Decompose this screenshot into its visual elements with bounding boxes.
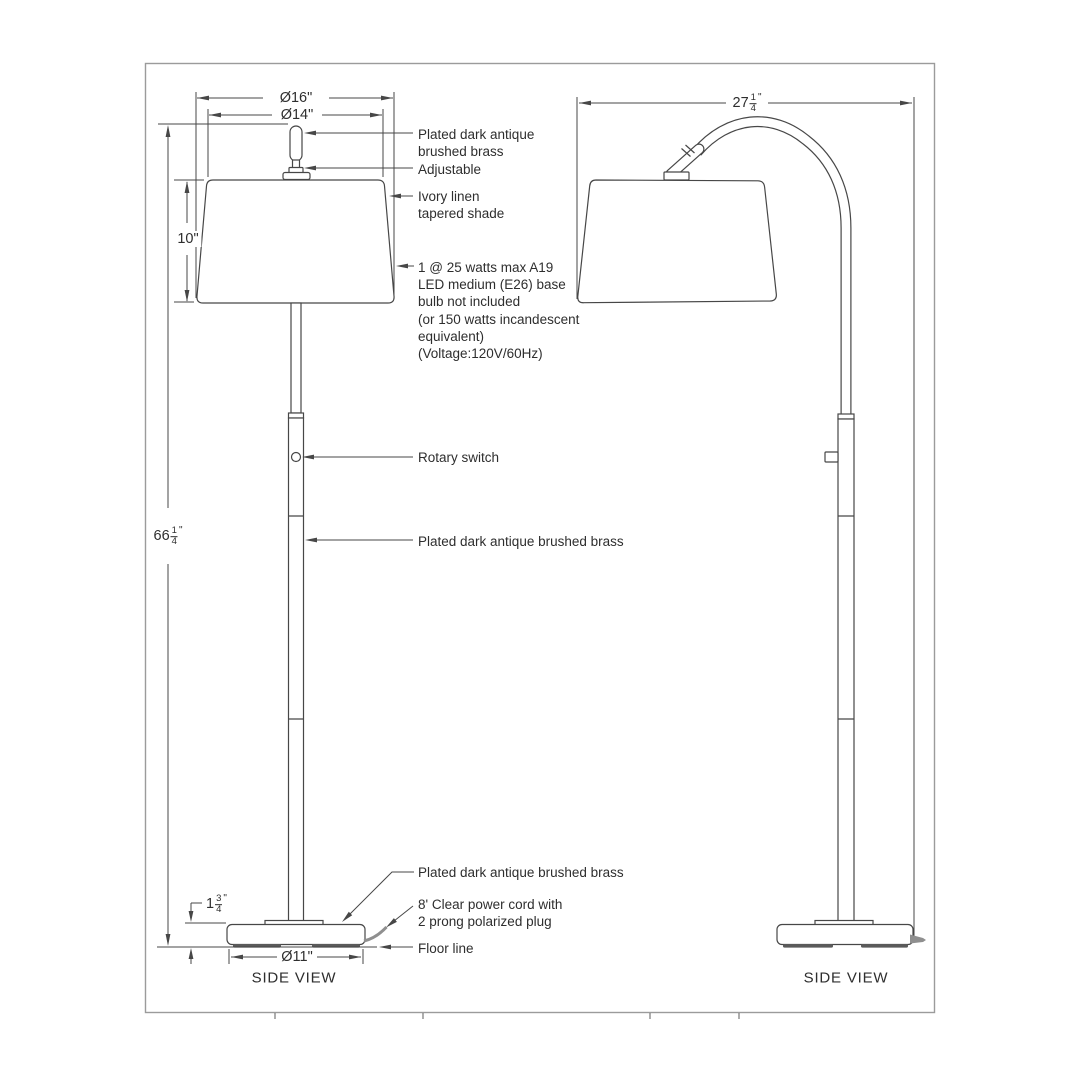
bulb-spec-line3: bulb not included [418,294,521,309]
pole-collar-side [837,413,855,420]
dim-base-diameter-label: Ø11" [278,949,316,965]
dimension-base-height [185,902,226,964]
dim-shade-height-label: 10" [174,231,202,247]
adjustable-label: Adjustable [418,162,482,177]
rotary-switch-label: Rotary switch [418,450,500,465]
base-side [776,923,914,946]
shade-material-label-line2: tapered shade [418,206,505,221]
arc-arm-inner [693,117,851,414]
shade-outline-side [577,179,777,304]
dimension-base-diameter [228,949,364,964]
base [226,923,366,946]
bulb-spec-line6: (Voltage:120V/60Hz) [418,346,543,361]
shade-mount-plate [282,171,311,181]
finial-material-label-line2: brushed brass [418,144,504,159]
base-material-label: Plated dark antique brushed brass [418,865,624,880]
lower-pole [287,417,305,923]
drawing-frame [144,62,936,1014]
overall-height-unit: " [178,525,183,537]
dimension-arm-reach [576,97,915,936]
rotary-switch-knob [290,451,302,463]
power-cord-label-line1: 8' Clear power cord with [418,897,563,912]
leader-lines [302,130,414,950]
shade-material-label-line1: Ivory linen [418,189,480,204]
side-view-lamp [577,116,926,948]
bulb-spec-line2: LED medium (E26) base [418,277,566,292]
power-cord-label-line2: 2 prong polarized plug [418,914,552,929]
dimension-shade-bottom-diameter [195,92,395,298]
pole-collar [287,412,305,419]
bulb-spec-line1: 1 @ 25 watts max A19 [418,260,554,275]
lower-pole-side [837,418,855,923]
dimension-overall-height [158,123,288,946]
bulb-spec-line5: equivalent) [418,329,485,344]
arm-fitting-inner [666,144,704,179]
frame-bottom-ticks [274,1013,740,1019]
base-foot-right-side [861,944,908,948]
finial [289,125,303,162]
dim-shade-bottom-diameter-label: Ø16" [276,90,316,106]
dimension-shade-height [174,179,204,303]
side-view-title: SIDE VIEW [803,969,889,987]
power-cord-plug [910,934,926,944]
base-height-whole: 1 [206,896,215,913]
arm-reach-unit: " [757,92,762,104]
front-view-title: SIDE VIEW [251,969,337,987]
power-cord [363,925,388,943]
fitting-ring-lines [681,144,695,157]
pole-joint-lines [288,515,304,720]
rotary-switch-side [824,451,839,463]
shade-outline [196,179,395,304]
finial-material-label-line1: Plated dark antique [418,127,535,142]
pole-material-label: Plated dark antique brushed brass [418,534,624,549]
adjustable-neck [291,159,301,169]
base-foot-left-side [783,944,833,948]
dim-shade-top-diameter-label: Ø14" [277,107,317,123]
arm-reach-whole: 27 [732,95,749,112]
base-height-unit: " [223,893,227,905]
pole-joint-lines-side [838,515,854,720]
dimension-shade-top-diameter [207,109,384,177]
upper-pole [290,302,302,414]
bulb-spec-line4: (or 150 watts incandescent [418,312,580,327]
shade-holder [663,171,690,181]
overall-height-whole: 66 [153,528,170,545]
front-view-lamp [196,125,395,948]
floor-line-label: Floor line [418,941,474,956]
